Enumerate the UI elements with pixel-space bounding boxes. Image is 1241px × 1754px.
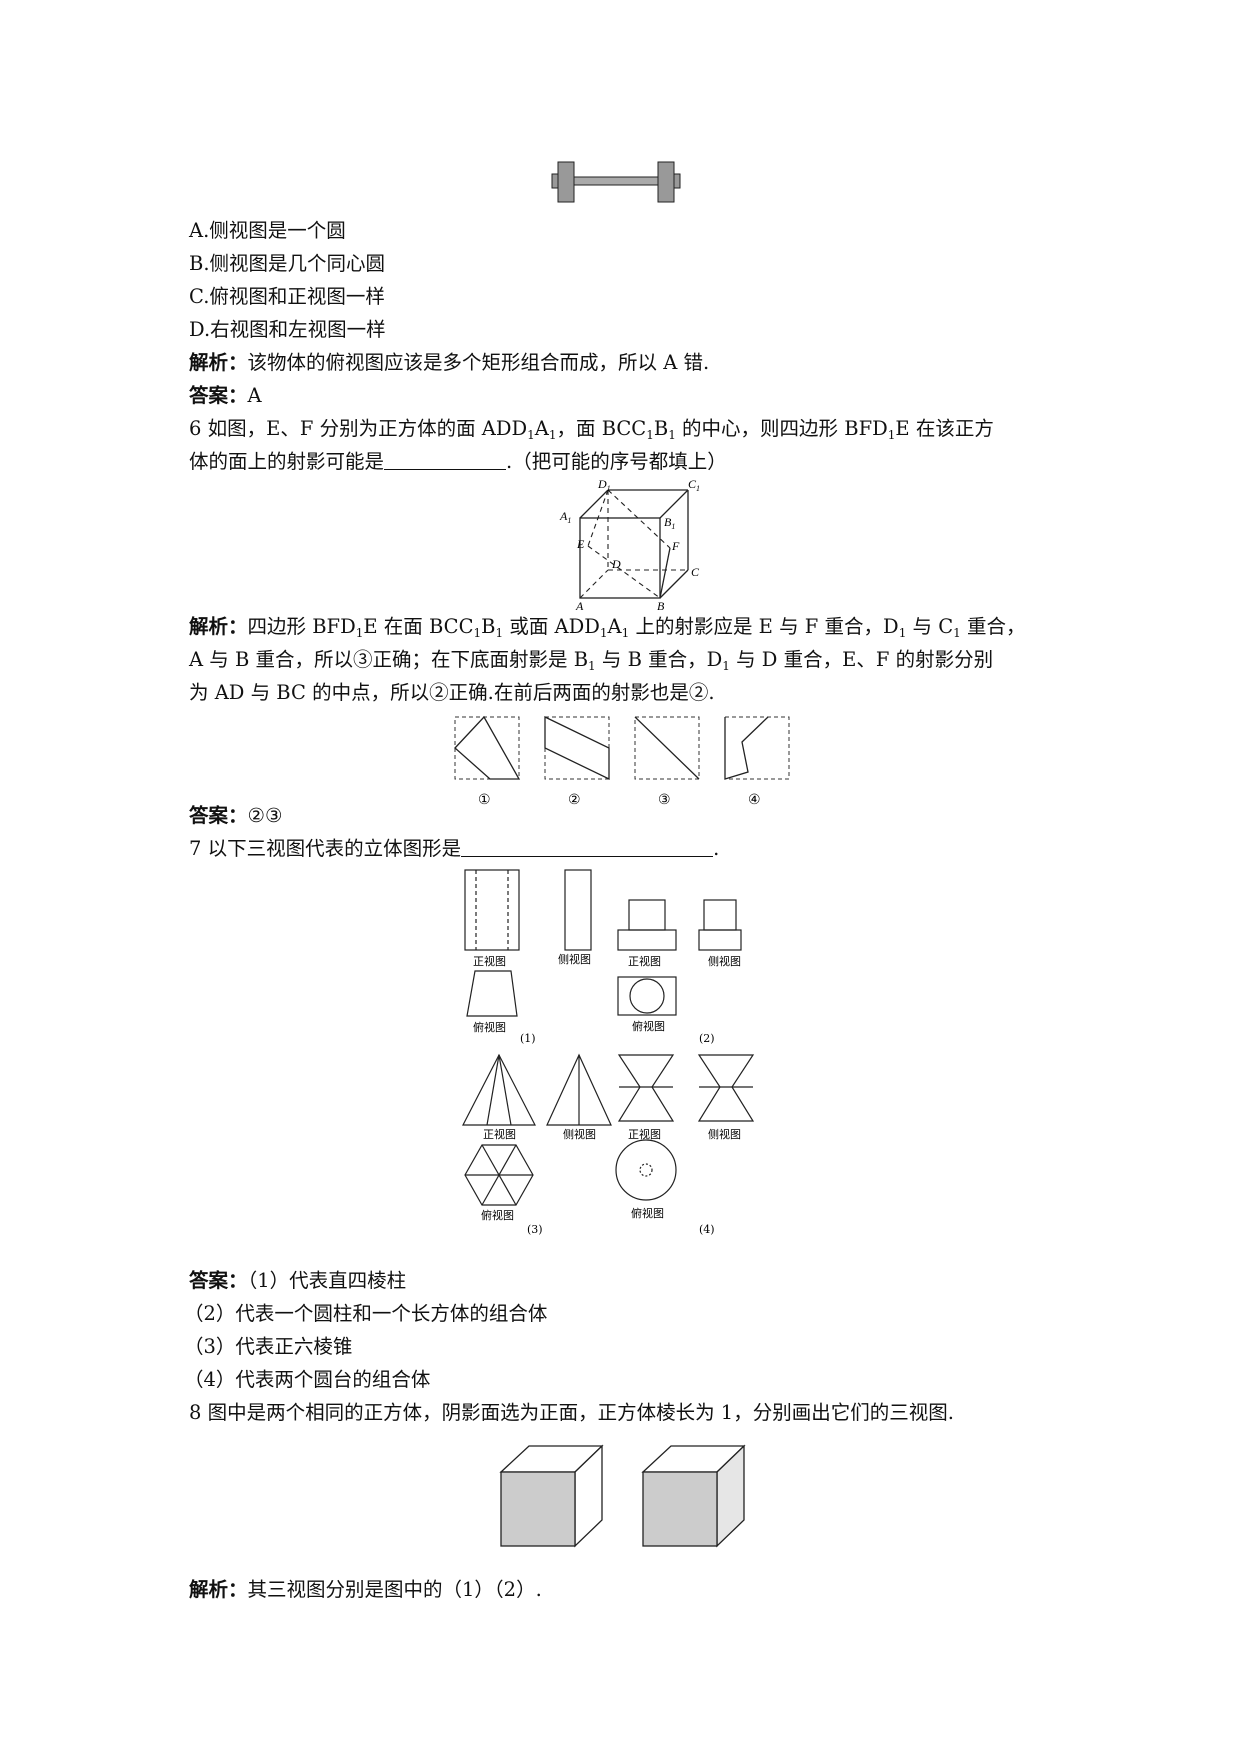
option-d: D.右视图和左视图一样 — [189, 318, 386, 341]
q6-analysis-line1: 解析：四边形 BFD1E 在面 BCC1B1 或面 ADD1A1 上的射影应是 … — [189, 615, 1026, 640]
option-label-4: ④ — [748, 792, 761, 808]
cube-figure: D1 C1 A1 B1 E F D C A B — [559, 477, 700, 613]
number-2: (2) — [699, 1032, 715, 1045]
caption-top: 俯视图 — [473, 1020, 506, 1034]
answer-text: A — [247, 384, 262, 407]
option-a: A.侧视图是一个圆 — [189, 219, 346, 242]
number-1: (1) — [520, 1032, 536, 1045]
answer-label: 答案： — [189, 384, 248, 407]
number-4: (4) — [699, 1223, 715, 1236]
caption-top: 俯视图 — [631, 1206, 664, 1220]
q6-answer: 答案：②③ — [189, 804, 283, 827]
caption-front: 正视图 — [628, 1127, 661, 1141]
label-D: D — [611, 557, 621, 571]
caption-top: 俯视图 — [632, 1019, 665, 1033]
fill-blank[interactable] — [384, 447, 507, 470]
option-c: C.俯视图和正视图一样 — [189, 285, 385, 308]
option-b: B.侧视图是几个同心圆 — [189, 252, 386, 275]
label-C: C — [691, 565, 700, 579]
option-label-3: ③ — [658, 792, 671, 808]
two-cubes-figure — [499, 1444, 746, 1548]
label-B: B — [657, 599, 665, 613]
analysis-label: 解析： — [189, 351, 248, 374]
label-B1: B1 — [664, 515, 675, 531]
projection-options: ① ② ③ ④ — [454, 715, 790, 808]
number-3: (3) — [527, 1223, 543, 1236]
label-C1: C1 — [688, 477, 700, 493]
q7-answer-1: 答案：（1）代表直四棱柱 — [189, 1269, 407, 1292]
caption-top: 俯视图 — [481, 1208, 514, 1222]
q8-analysis: 解析：其三视图分别是图中的（1）（2）. — [189, 1578, 542, 1601]
caption-side: 侧视图 — [708, 1127, 741, 1141]
label-D1: D1 — [597, 477, 611, 493]
q7-answer-3: （3）代表正六棱锥 — [184, 1335, 353, 1358]
three-views-figure: 正视图 侧视图 俯视图 (1) 正视图 侧视图 俯视图 (2) 正视图 侧视图 … — [462, 869, 755, 1236]
label-E: E — [576, 537, 585, 551]
analysis-text: 该物体的俯视图应该是多个矩形组合而成，所以 A 错. — [247, 351, 710, 374]
q6-question-line1: 6 如图，E、F 分别为正方体的面 ADD1A1，面 BCC1B1 的中心，则四… — [189, 417, 994, 442]
q5-analysis: 解析：该物体的俯视图应该是多个矩形组合而成，所以 A 错. — [189, 347, 709, 379]
label-A: A — [575, 599, 584, 613]
q8-question: 8 图中是两个相同的正方体，阴影面选为正面，正方体棱长为 1，分别画出它们的三视… — [189, 1401, 954, 1424]
caption-front: 正视图 — [628, 954, 661, 968]
caption-front: 正视图 — [473, 954, 506, 968]
q6-question-line2: 体的面上的射影可能是.（把可能的序号都填上） — [189, 446, 727, 478]
q6-analysis-line2: A 与 B 重合，所以③正确；在下底面射影是 B1 与 B 重合，D1 与 D … — [189, 648, 994, 673]
option-label-2: ② — [568, 792, 581, 808]
label-F: F — [671, 539, 680, 553]
caption-side: 侧视图 — [563, 1127, 596, 1141]
q7-answer-4: （4）代表两个圆台的组合体 — [184, 1368, 431, 1391]
fill-blank[interactable] — [461, 834, 714, 857]
option-label-1: ① — [478, 792, 491, 808]
label-A1: A1 — [559, 509, 571, 525]
q6-analysis-line3: 为 AD 与 BC 的中点，所以②正确.在前后两面的射影也是②. — [189, 681, 715, 704]
caption-front: 正视图 — [483, 1127, 516, 1141]
q7-question: 7 以下三视图代表的立体图形是. — [189, 833, 719, 865]
q5-answer: 答案：A — [189, 380, 262, 412]
caption-side: 侧视图 — [708, 954, 741, 968]
dumbbell-figure — [551, 161, 681, 203]
q7-answer-2: （2）代表一个圆柱和一个长方体的组合体 — [184, 1302, 548, 1325]
caption-side: 侧视图 — [558, 952, 591, 966]
